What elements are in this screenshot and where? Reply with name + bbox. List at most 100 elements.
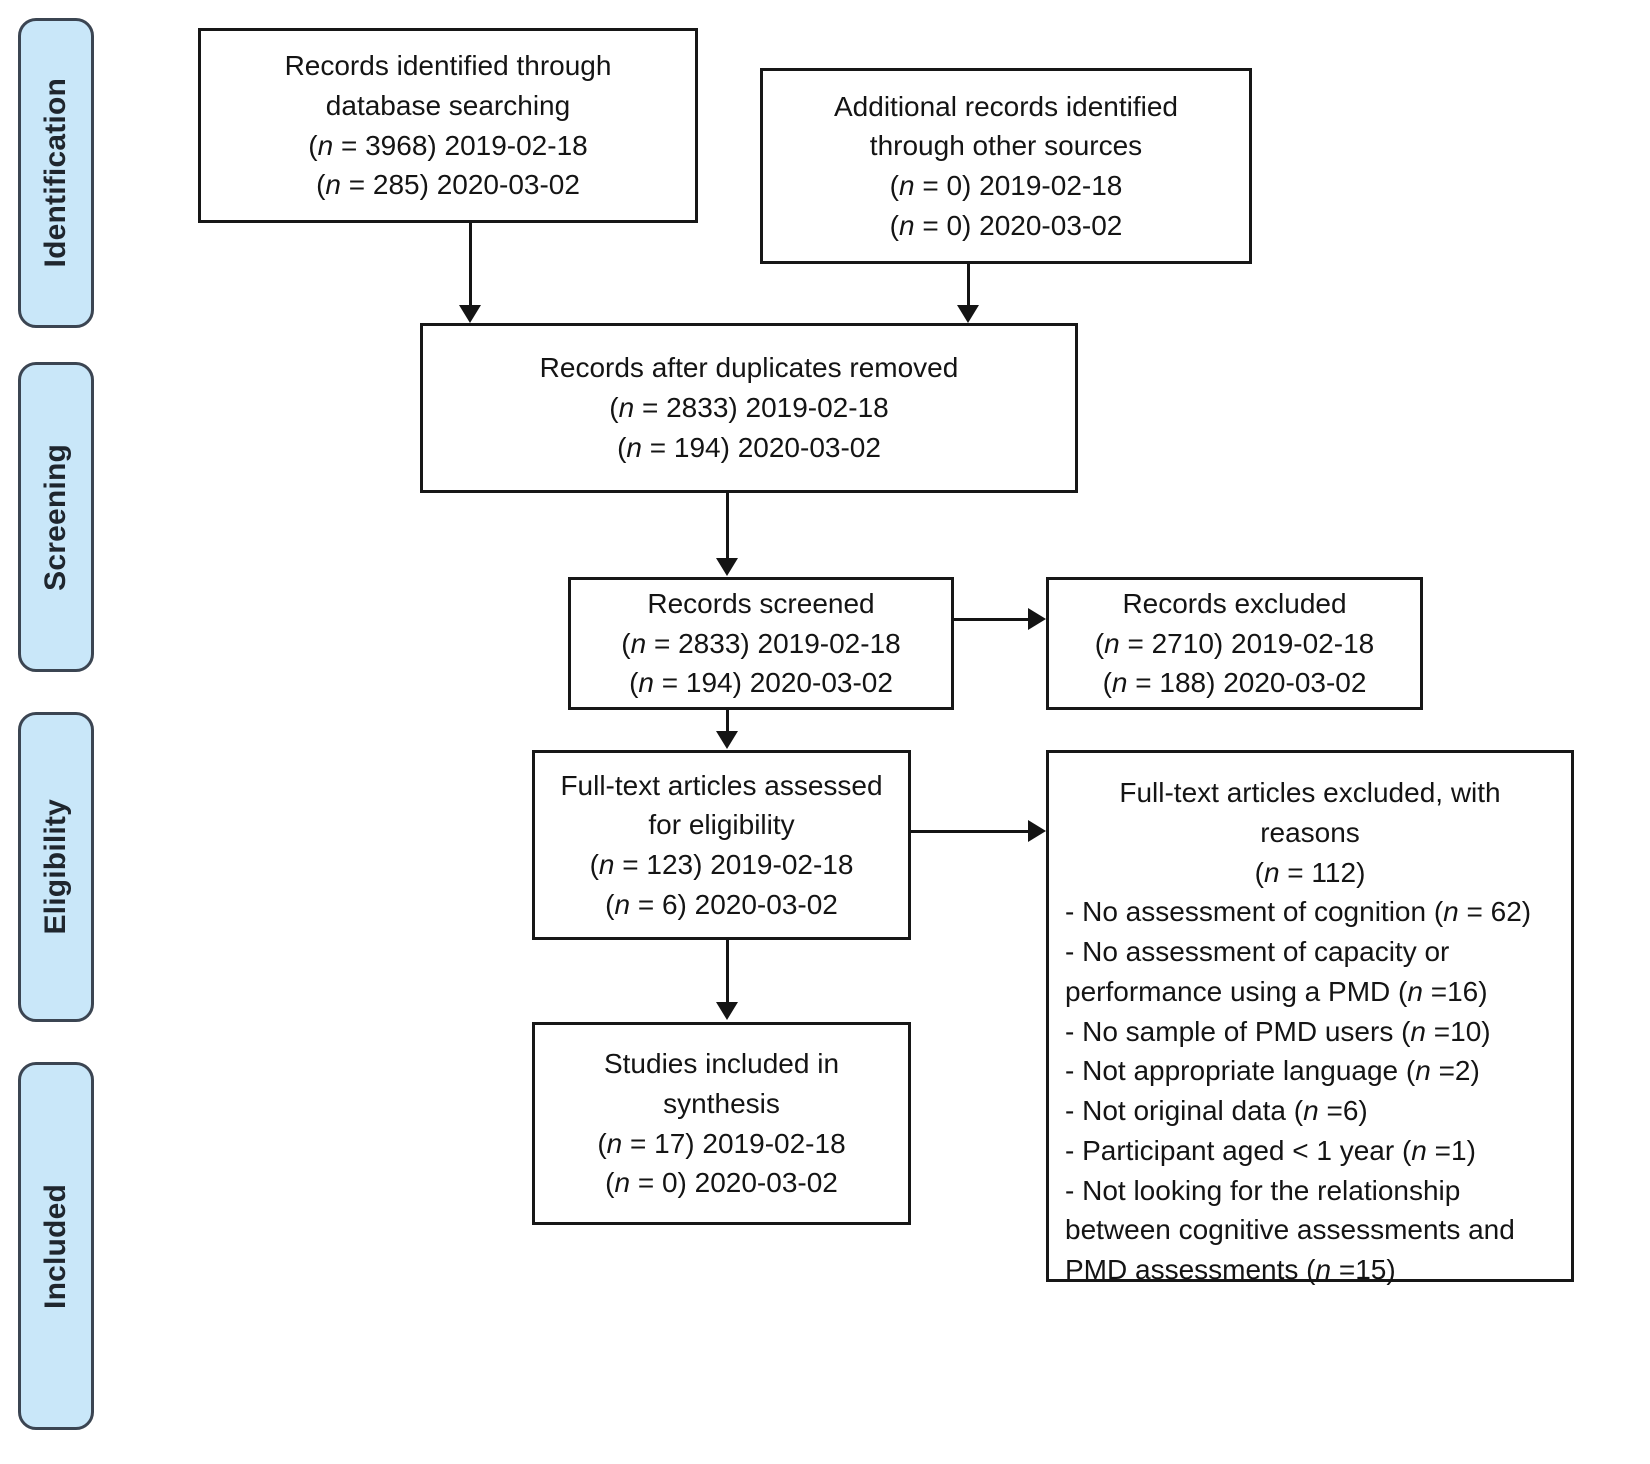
n-symbol: n bbox=[325, 169, 341, 201]
paren: ( bbox=[629, 667, 639, 699]
n-symbol: n bbox=[638, 667, 654, 699]
box-title-line-2: synthesis bbox=[663, 1087, 780, 1119]
n-symbol: n bbox=[1407, 975, 1423, 1007]
n-symbol: n bbox=[898, 209, 915, 241]
count-value: = 0) 2019-02-18 bbox=[914, 170, 1123, 201]
arrowhead-db-to-duplicates bbox=[459, 305, 481, 323]
stage-label-screening: Screening bbox=[39, 443, 72, 591]
n-symbol: n bbox=[606, 1127, 623, 1159]
box-title-line-2: reasons bbox=[1260, 816, 1360, 848]
reason-text-after: =1) bbox=[1426, 1134, 1476, 1166]
box-count-line-1: (n = 123) 2019-02-18 bbox=[590, 845, 854, 885]
n-symbol: n bbox=[1410, 1015, 1426, 1047]
n-symbol: n bbox=[1104, 627, 1120, 659]
stage-pill-eligibility: Eligibility bbox=[18, 712, 94, 1022]
box-title-line-2: through other sources bbox=[869, 130, 1143, 162]
paren: ( bbox=[1094, 627, 1105, 659]
count-value: = 194) 2020-03-02 bbox=[653, 667, 893, 699]
count-value: = 194) 2020-03-02 bbox=[641, 431, 881, 463]
exclusion-reason-item: - Not original data (n =6) bbox=[1065, 1091, 1555, 1131]
connector-duplicates-to-screened bbox=[726, 493, 729, 559]
paren: ( bbox=[621, 627, 631, 659]
paren: ( bbox=[308, 129, 318, 161]
paren: ( bbox=[617, 431, 627, 463]
box-count-line-1: (n = 2833) 2019-02-18 bbox=[621, 624, 900, 664]
box-fulltext-articles-excluded-reasons: Full-text articles excluded, with reason… bbox=[1046, 750, 1574, 1285]
box-title-line-1: Records screened bbox=[647, 587, 875, 619]
box-studies-included-synthesis: Studies included in synthesis (n = 17) 2… bbox=[532, 1022, 911, 1225]
box-count-line-1: (n = 0) 2019-02-18 bbox=[890, 166, 1123, 206]
stage-label-eligibility: Eligibility bbox=[39, 799, 72, 935]
n-symbol: n bbox=[614, 1167, 631, 1199]
stage-label-included: Included bbox=[39, 1183, 72, 1309]
reason-text-before: - Participant aged < 1 year ( bbox=[1065, 1134, 1412, 1166]
stage-pill-identification: Identification bbox=[18, 18, 94, 328]
count-value: = 123) 2019-02-18 bbox=[614, 849, 854, 880]
box-title-line-1: Records after duplicates removed bbox=[539, 352, 959, 384]
count-value: = 2833) 2019-02-18 bbox=[646, 627, 901, 659]
arrowhead-fulltext-to-included bbox=[716, 1002, 738, 1020]
box-title-line-2: for eligibility bbox=[648, 809, 795, 841]
paren: ( bbox=[889, 209, 899, 241]
reason-text-before: - No assessment of capacity or performan… bbox=[1065, 936, 1450, 1007]
reason-text-after: =16) bbox=[1422, 975, 1488, 1007]
count-value: = 0) 2020-03-02 bbox=[914, 209, 1123, 241]
reason-text-after: = 62) bbox=[1458, 896, 1532, 928]
arrowhead-screened-to-fulltext bbox=[716, 731, 738, 749]
n-symbol: n bbox=[614, 888, 631, 920]
count-value: = 17) 2019-02-18 bbox=[622, 1127, 846, 1159]
box-title-line-1: Full-text articles excluded, with bbox=[1119, 777, 1501, 808]
paren: ( bbox=[1254, 856, 1264, 888]
connector-other-to-duplicates bbox=[967, 264, 970, 306]
n-symbol: n bbox=[598, 849, 615, 880]
n-symbol: n bbox=[1263, 856, 1280, 888]
box-count-line-2: (n = 188) 2020-03-02 bbox=[1103, 663, 1367, 703]
count-value: = 112) bbox=[1279, 856, 1366, 888]
count-value: = 2833) 2019-02-18 bbox=[634, 392, 889, 424]
n-symbol: n bbox=[1411, 1134, 1427, 1166]
reason-text-after: =10) bbox=[1426, 1015, 1491, 1047]
paren: ( bbox=[1102, 667, 1112, 699]
box-count-line-2: (n = 194) 2020-03-02 bbox=[629, 663, 893, 703]
arrowhead-duplicates-to-screened bbox=[716, 558, 738, 576]
n-symbol: n bbox=[1315, 1254, 1332, 1285]
connector-fulltext-to-excluded bbox=[911, 830, 1028, 833]
connector-screened-to-fulltext bbox=[726, 710, 729, 733]
box-title-line-1: Studies included in bbox=[603, 1048, 840, 1079]
box-count-line-2: (n = 0) 2020-03-02 bbox=[605, 1163, 838, 1203]
box-fulltext-articles-assessed: Full-text articles assessed for eligibil… bbox=[532, 750, 911, 940]
box-title-line-2: database searching bbox=[325, 89, 571, 121]
box-count-line-2: (n = 285) 2020-03-02 bbox=[316, 165, 580, 205]
count-value: = 188) 2020-03-02 bbox=[1127, 667, 1367, 699]
arrowhead-screened-to-excluded bbox=[1028, 608, 1046, 630]
n-symbol: n bbox=[317, 129, 334, 161]
paren: ( bbox=[589, 849, 599, 880]
count-value: = 6) 2020-03-02 bbox=[630, 888, 838, 920]
stage-pill-screening: Screening bbox=[18, 362, 94, 672]
stage-label-identification: Identification bbox=[39, 78, 72, 268]
box-count-line-1: (n = 2833) 2019-02-18 bbox=[609, 388, 888, 428]
count-value: = 285) 2020-03-02 bbox=[340, 169, 580, 201]
exclusion-reason-item: - No assessment of cognition (n = 62) bbox=[1065, 892, 1555, 932]
n-symbol: n bbox=[626, 431, 642, 463]
box-title-line-1: Records excluded bbox=[1122, 587, 1347, 619]
n-symbol: n bbox=[1415, 1055, 1431, 1087]
box-count-line-2: (n = 0) 2020-03-02 bbox=[890, 206, 1123, 246]
reason-text-after: =6) bbox=[1318, 1095, 1368, 1126]
n-symbol: n bbox=[898, 170, 915, 201]
stage-pill-included: Included bbox=[18, 1062, 94, 1430]
paren: ( bbox=[605, 888, 615, 920]
count-value: = 2710) 2019-02-18 bbox=[1119, 627, 1375, 659]
box-count-line-1: (n = 17) 2019-02-18 bbox=[597, 1124, 845, 1164]
exclusion-reason-item: - No assessment of capacity or performan… bbox=[1065, 932, 1555, 1012]
box-count-line-2: (n = 6) 2020-03-02 bbox=[605, 885, 838, 925]
box-count-line-1: (n = 2710) 2019-02-18 bbox=[1095, 624, 1374, 664]
box-count-line-1: (n = 112) bbox=[1255, 853, 1366, 893]
paren: ( bbox=[889, 170, 899, 201]
reason-text-before: - Not looking for the relationship betwe… bbox=[1065, 1174, 1515, 1286]
paren: ( bbox=[605, 1167, 615, 1199]
box-count-line-1: (n = 3968) 2019-02-18 bbox=[308, 126, 587, 166]
exclusion-reason-item: - Not appropriate language (n =2) bbox=[1065, 1051, 1555, 1091]
reason-text-before: - No assessment of cognition ( bbox=[1065, 896, 1444, 928]
count-value: = 0) 2020-03-02 bbox=[630, 1167, 838, 1199]
